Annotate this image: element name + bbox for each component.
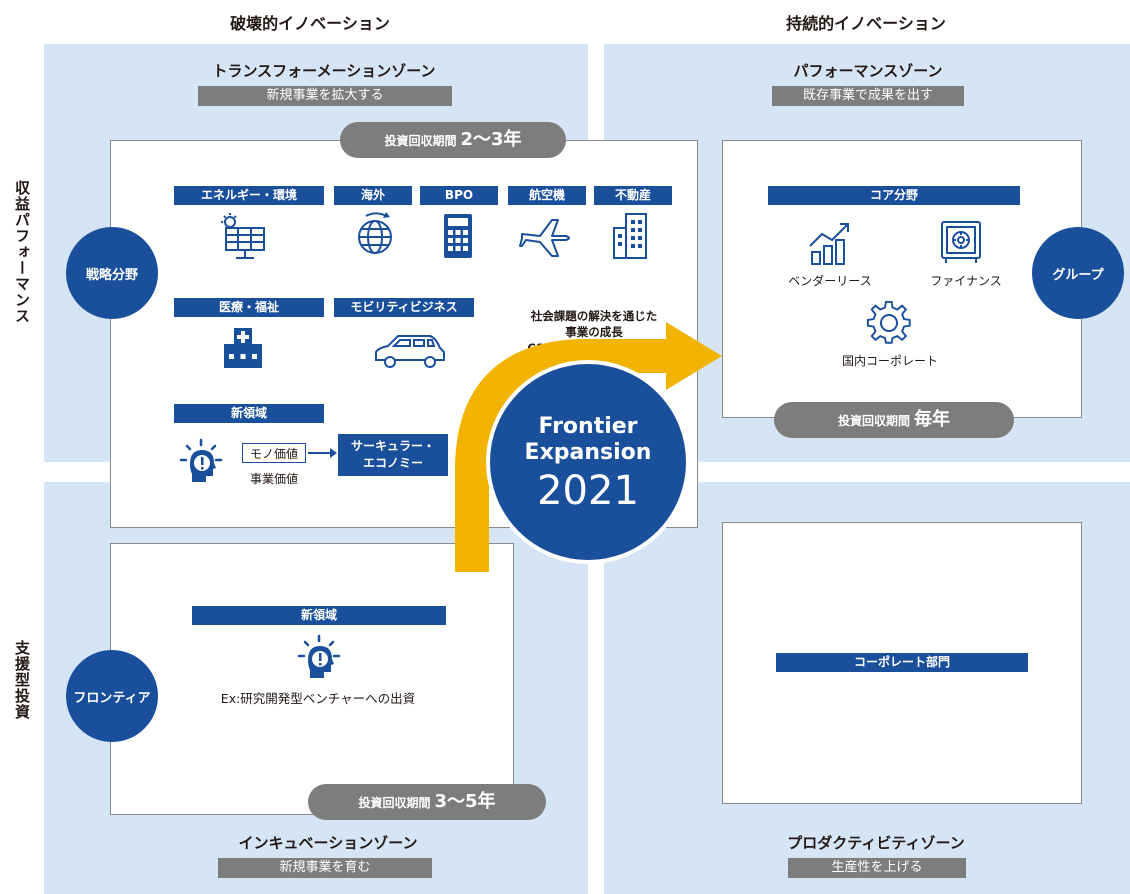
- frontier-expansion-circle: Frontier Expansion 2021: [486, 360, 690, 564]
- mono-value-box: モノ価値: [242, 443, 306, 463]
- column-header-disruptive: 破壊的イノベーション: [230, 14, 390, 33]
- calculator-icon: [444, 214, 472, 258]
- zone-subtitle-incubation: 新規事業を育む: [218, 858, 432, 878]
- row-header-support: 支援型投資: [13, 640, 31, 720]
- growth-arrow: [455, 322, 722, 572]
- vendor-lease-label: ベンダーリース: [788, 274, 872, 288]
- tag-frontier-newfield: 新領域: [192, 606, 446, 625]
- center-line1: Frontier: [538, 414, 638, 439]
- payback-label: 投資回収期間: [358, 796, 431, 810]
- zone-subtitle-performance: 既存事業で成果を出す: [772, 86, 964, 106]
- tag-bpo: BPO: [420, 186, 498, 205]
- tag-overseas: 海外: [334, 186, 412, 205]
- zone-title-incubation: インキュベーションゾーン: [238, 834, 418, 852]
- circle-frontier: フロンティア: [66, 650, 158, 742]
- circle-strategic: 戦略分野: [66, 227, 158, 319]
- idea-head-icon: [179, 438, 223, 482]
- payback-label: 投資回収期間: [837, 414, 910, 428]
- payback-label: 投資回収期間: [384, 134, 457, 148]
- tag-energy: エネルギー・環境: [174, 186, 324, 205]
- csv-line2: 事業の成長: [565, 325, 623, 339]
- globe-icon: [358, 212, 392, 254]
- solar-panel-icon: [221, 213, 265, 259]
- idea-head-icon: [297, 634, 341, 678]
- airplane-icon: [519, 219, 570, 257]
- column-header-sustaining: 持続的イノベーション: [786, 14, 946, 33]
- payback-value: 2〜3年: [460, 129, 522, 150]
- payback-value: 3〜5年: [434, 791, 496, 812]
- finance-label: ファイナンス: [930, 274, 1002, 288]
- zone-subtitle-productivity: 生産性を上げる: [788, 858, 966, 878]
- payback-value: 毎年: [914, 409, 950, 430]
- center-line2: Expansion: [524, 440, 652, 465]
- frontier-box: [110, 543, 514, 815]
- safe-icon: [941, 221, 981, 263]
- zone-title-productivity: プロダクティビティゾーン: [787, 834, 965, 852]
- tag-medical: 医療・福祉: [174, 298, 324, 317]
- tag-newfield: 新領域: [174, 404, 324, 423]
- tag-mobility: モビリティビジネス: [334, 298, 474, 317]
- row-header-revenue: 収益パフォーマンス: [13, 180, 31, 324]
- payback-pill-group: 投資回収期間毎年: [774, 402, 1014, 438]
- building-icon: [613, 213, 647, 259]
- zone-title-performance: パフォーマンスゾーン: [793, 62, 943, 80]
- frontier-example: Ex:研究開発型ベンチャーへの出資: [220, 691, 416, 706]
- zone-title-transformation: トランスフォーメーションゾーン: [212, 62, 436, 80]
- gear-icon: [866, 300, 911, 344]
- car-icon: [375, 335, 445, 368]
- hospital-icon: [224, 328, 262, 368]
- csv-line1: 社会課題の解決を通じた: [530, 309, 658, 323]
- domestic-corporate-label: 国内コーポレート: [841, 354, 938, 368]
- center-year: 2021: [537, 468, 639, 514]
- zone-subtitle-transformation: 新規事業を拡大する: [198, 86, 452, 106]
- circular-economy-box: サーキュラー・ エコノミー: [338, 434, 448, 476]
- tag-realestate: 不動産: [594, 186, 672, 205]
- circle-group: グループ: [1032, 227, 1124, 319]
- business-value-label: 事業価値: [249, 472, 298, 486]
- tag-corporate: コーポレート部門: [776, 653, 1028, 672]
- tag-aircraft: 航空機: [508, 186, 586, 205]
- growth-chart-icon: [809, 223, 849, 265]
- arrow-right-icon: [308, 448, 337, 458]
- tag-core: コア分野: [768, 186, 1020, 205]
